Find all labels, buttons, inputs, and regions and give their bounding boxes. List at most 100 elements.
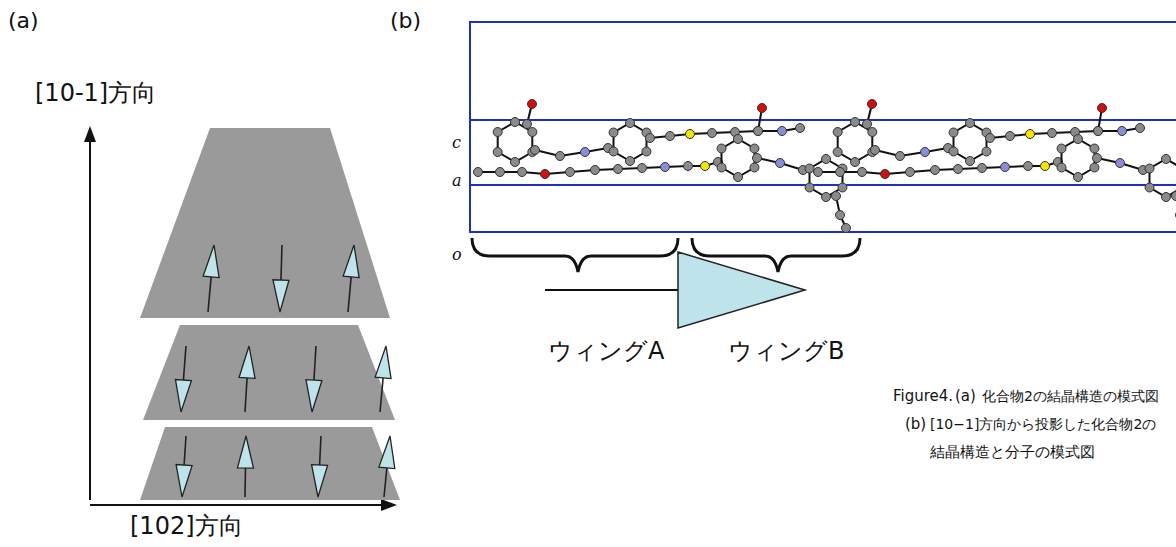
atom xyxy=(1145,164,1154,173)
direction-label: [10-1]方向 xyxy=(35,80,156,108)
atom xyxy=(614,165,623,174)
wing-label: ウィングB xyxy=(728,338,844,366)
atom xyxy=(1094,127,1103,136)
axis-label: o xyxy=(452,246,462,264)
atom xyxy=(1172,192,1176,201)
bond xyxy=(818,162,1058,174)
atom xyxy=(863,120,872,129)
atom xyxy=(949,128,958,137)
arrow-head xyxy=(306,380,322,412)
atom xyxy=(1136,124,1145,133)
panel-label: (b) xyxy=(390,8,421,33)
molecule-pair xyxy=(814,100,1176,233)
arrow-head xyxy=(175,379,191,412)
atom xyxy=(750,163,759,172)
molecule-pair xyxy=(474,100,851,233)
atom xyxy=(832,192,841,201)
arrow-head xyxy=(379,436,395,469)
arrow-stem xyxy=(314,346,316,380)
ring-bond xyxy=(722,139,755,177)
atom xyxy=(836,168,845,177)
caption-part: (b) xyxy=(905,416,926,433)
atom xyxy=(1090,163,1099,172)
caption-text: 結晶構造と分子の模式図 xyxy=(930,444,1095,461)
atom xyxy=(686,130,695,139)
atom xyxy=(638,164,647,173)
atom xyxy=(838,183,847,192)
atom xyxy=(836,211,845,220)
arrow-head xyxy=(375,346,391,379)
bond xyxy=(535,148,608,156)
atom xyxy=(754,127,763,136)
ring-bond xyxy=(1150,159,1176,197)
arrow-stem xyxy=(208,277,211,312)
atom xyxy=(778,127,787,136)
atom xyxy=(805,183,814,192)
cell-line xyxy=(470,119,1176,121)
atom xyxy=(1057,163,1066,172)
atom xyxy=(1093,154,1102,163)
atom xyxy=(881,170,890,179)
atom xyxy=(931,166,940,175)
arrow-head xyxy=(203,245,219,278)
atom xyxy=(518,168,527,177)
atom xyxy=(717,144,726,153)
atom xyxy=(511,118,520,127)
atom xyxy=(556,152,565,161)
atom xyxy=(896,152,905,161)
ring-bond xyxy=(614,123,647,161)
atom xyxy=(753,154,762,163)
atom xyxy=(906,168,915,177)
direction-arrow-head xyxy=(678,252,805,328)
atom xyxy=(661,163,670,172)
atom xyxy=(642,147,651,156)
atom xyxy=(1041,162,1050,171)
bond xyxy=(478,162,718,174)
atom xyxy=(754,127,763,136)
arrow-head xyxy=(381,499,397,511)
atom xyxy=(609,128,618,137)
atom xyxy=(805,164,814,173)
atom xyxy=(701,162,710,171)
atom xyxy=(626,157,635,166)
atom xyxy=(842,224,851,233)
atom xyxy=(1024,162,1033,171)
ring-bond xyxy=(954,123,987,161)
atom xyxy=(511,158,520,167)
atom xyxy=(1145,183,1154,192)
caption-text: [10−1]方向から投影した化合物2の xyxy=(930,416,1156,432)
atom xyxy=(796,124,805,133)
atom xyxy=(493,148,502,157)
atom xyxy=(1094,127,1103,136)
axis-label: a xyxy=(452,172,462,190)
atom xyxy=(966,119,975,128)
atom xyxy=(626,119,635,128)
layer-trapezoid xyxy=(140,128,390,318)
wing-label: ウィングA xyxy=(548,338,664,366)
molecule-group xyxy=(474,100,1176,233)
dipole-arrows xyxy=(175,245,394,497)
atom xyxy=(1006,132,1015,141)
arrow-head xyxy=(273,280,289,312)
atom xyxy=(1026,130,1035,139)
caption-text: 化合物2の結晶構造の模式図 xyxy=(982,388,1159,404)
atom xyxy=(1048,129,1057,138)
axis-arrow xyxy=(89,138,91,500)
atom xyxy=(523,120,532,129)
bond xyxy=(757,158,803,170)
atom xyxy=(734,135,743,144)
arrow-stem xyxy=(281,245,282,280)
atom xyxy=(822,155,831,164)
atom xyxy=(1162,155,1171,164)
atom xyxy=(496,168,505,177)
atom xyxy=(474,168,483,177)
atom xyxy=(978,164,987,173)
atom xyxy=(868,100,877,109)
direction-arrow xyxy=(545,289,680,291)
arrow-head xyxy=(239,346,255,378)
cell-line xyxy=(470,184,1176,186)
atom xyxy=(646,134,655,143)
caption-part: (a) xyxy=(955,388,976,405)
